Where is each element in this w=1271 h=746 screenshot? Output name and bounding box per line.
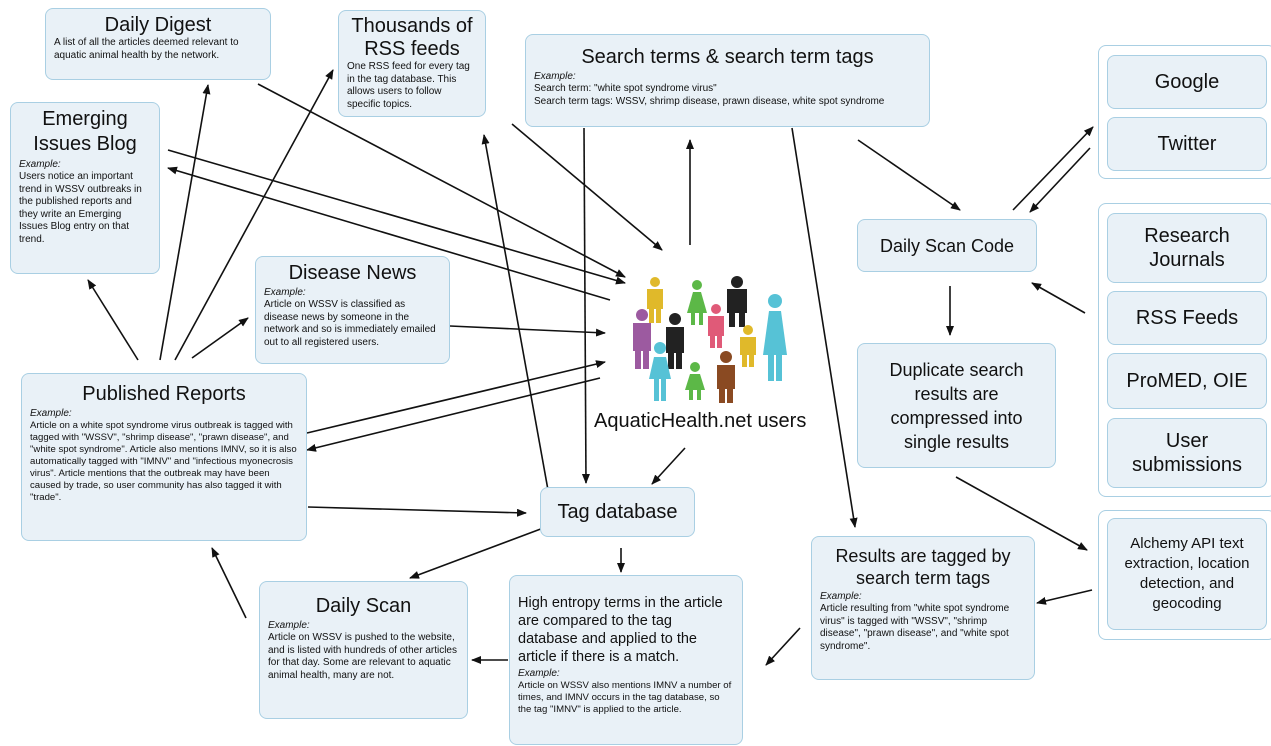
arrow-search-to-results	[791, 127, 858, 528]
source-promed-oie-label: ProMED, OIE	[1126, 370, 1248, 392]
daily-scan-box: Daily Scan Example: Article on WSSV is p…	[259, 581, 468, 719]
search-terms-title: Search terms & search term tags	[581, 46, 874, 68]
person-yellow-2-icon	[740, 325, 756, 367]
disease-news-text: Article on WSSV is classified as disease…	[264, 299, 436, 348]
arrow-alchemy-to-results	[1036, 589, 1093, 605]
source-user-submissions-label: User submissions	[1131, 430, 1243, 476]
search-terms-box: Search terms & search term tags Example:…	[525, 34, 930, 127]
emerging-example-label: Example:	[19, 159, 61, 170]
arrow-twitter-to-scancode	[1029, 147, 1091, 213]
published-reports-title: Published Reports	[82, 383, 246, 405]
rss-feeds-text: One RSS feed for every tag in the tag da…	[347, 61, 470, 110]
source-rss-feeds-label: RSS Feeds	[1135, 307, 1239, 329]
arrow-news-to-users	[449, 325, 606, 337]
high-entropy-example-label: Example:	[518, 668, 560, 679]
emerging-blog-title: Emerging Issues Blog	[33, 108, 137, 155]
person-green-1-icon	[687, 280, 707, 325]
daily-digest-box: Daily Digest A list of all the articles …	[45, 8, 271, 80]
daily-scan-text: Article on WSSV is pushed to the website…	[268, 632, 457, 681]
results-tagged-example-label: Example:	[820, 591, 862, 602]
high-entropy-title: High entropy terms in the article are co…	[518, 595, 723, 665]
disease-news-box: Disease News Example: Article on WSSV is…	[255, 256, 450, 364]
arrow-tagdb-to-scan	[409, 526, 547, 579]
duplicate-title: Duplicate search results are compressed …	[889, 359, 1024, 452]
person-black-2-icon	[666, 313, 684, 369]
published-reports-text: Article on a white spot syndrome virus o…	[30, 420, 297, 503]
person-green-2-icon	[685, 362, 705, 400]
arrow-users-to-published	[306, 377, 601, 452]
disease-news-example-label: Example:	[264, 287, 306, 298]
arrow-published-to-tagdb	[307, 506, 527, 517]
search-terms-example-label: Example:	[534, 71, 576, 82]
published-reports-box: Published Reports Example: Article on a …	[21, 373, 307, 541]
source-user-submissions: User submissions	[1107, 418, 1267, 488]
tag-database-title: Tag database	[557, 501, 678, 523]
arrow-users-digest	[257, 83, 626, 278]
source-research-journals-label: Research Journals	[1144, 225, 1230, 271]
results-tagged-box: Results are tagged by search term tags E…	[811, 536, 1035, 680]
alchemy-box: Alchemy API text extraction, location de…	[1107, 518, 1267, 630]
person-pink-icon	[708, 304, 724, 348]
arrow-blog-to-users	[167, 149, 626, 285]
person-cyan-small-icon	[649, 342, 671, 401]
arrow-scancode-to-google	[1012, 126, 1094, 211]
tag-database-box: Tag database	[540, 487, 695, 537]
daily-digest-text: A list of all the articles deemed releva…	[54, 37, 239, 61]
daily-digest-title: Daily Digest	[104, 14, 212, 36]
arrow-tagdb-to-rss	[481, 134, 549, 491]
source-promed-oie: ProMED, OIE	[1107, 353, 1267, 409]
users-label: AquaticHealth.net users	[594, 410, 807, 432]
arrow-search-to-scancode	[857, 139, 961, 211]
daily-scan-code-title: Daily Scan Code	[879, 235, 1015, 256]
high-entropy-text: Article on WSSV also mentions IMNV a num…	[518, 680, 732, 715]
arrow-published-to-users	[306, 360, 606, 434]
arrow-published-to-digest	[159, 84, 211, 361]
arrow-users-to-tagdb	[651, 447, 686, 485]
rss-feeds-box: Thousands of RSS feeds One RSS feed for …	[338, 10, 486, 117]
users-people-icon	[633, 276, 787, 403]
arrow-published-to-blog	[87, 279, 139, 361]
search-term-line: Search term: "white spot syndrome virus"	[534, 83, 717, 94]
results-tagged-text: Article resulting from "white spot syndr…	[820, 603, 1010, 652]
source-research-journals: Research Journals	[1107, 213, 1267, 283]
results-tagged-title: Results are tagged by search term tags	[835, 546, 1011, 588]
emerging-blog-text: Users notice an important trend in WSSV …	[19, 171, 142, 245]
person-purple-icon	[633, 309, 651, 369]
source-twitter: Twitter	[1107, 117, 1267, 171]
published-example-label: Example:	[30, 408, 72, 419]
daily-scan-code-box: Daily Scan Code	[857, 219, 1037, 272]
disease-news-title: Disease News	[288, 262, 417, 284]
arrow-search-to-tagdb	[581, 127, 590, 484]
arrow-published-to-news	[191, 317, 249, 359]
daily-scan-example-label: Example:	[268, 620, 310, 631]
duplicate-box: Duplicate search results are compressed …	[857, 343, 1056, 468]
alchemy-title: Alchemy API text extraction, location de…	[1124, 535, 1250, 612]
source-google-label: Google	[1154, 71, 1220, 93]
source-google: Google	[1107, 55, 1267, 109]
rss-feeds-title: Thousands of RSS feeds	[351, 15, 473, 60]
source-twitter-label: Twitter	[1157, 133, 1217, 155]
arrow-rss-to-users	[511, 123, 663, 251]
arrow-sources-to-scancode	[1031, 282, 1086, 314]
high-entropy-box: High entropy terms in the article are co…	[509, 575, 743, 745]
arrow-results-to-entropy	[765, 627, 801, 666]
emerging-blog-box: Emerging Issues Blog Example: Users noti…	[10, 102, 160, 274]
daily-scan-title: Daily Scan	[315, 595, 412, 617]
search-term-tags-line: Search term tags: WSSV, shrimp disease, …	[534, 95, 885, 107]
person-yellow-1-icon	[647, 277, 663, 323]
person-brown-icon	[717, 351, 735, 403]
arrow-duplicate-to-alchemy	[955, 476, 1088, 551]
source-rss-feeds: RSS Feeds	[1107, 291, 1267, 345]
arrow-scan-to-published	[211, 547, 247, 619]
arrow-published-to-rss	[174, 69, 334, 361]
person-cyan-large-icon	[763, 294, 787, 381]
arrow-users-to-blog	[167, 166, 611, 301]
person-black-1-icon	[727, 276, 747, 327]
